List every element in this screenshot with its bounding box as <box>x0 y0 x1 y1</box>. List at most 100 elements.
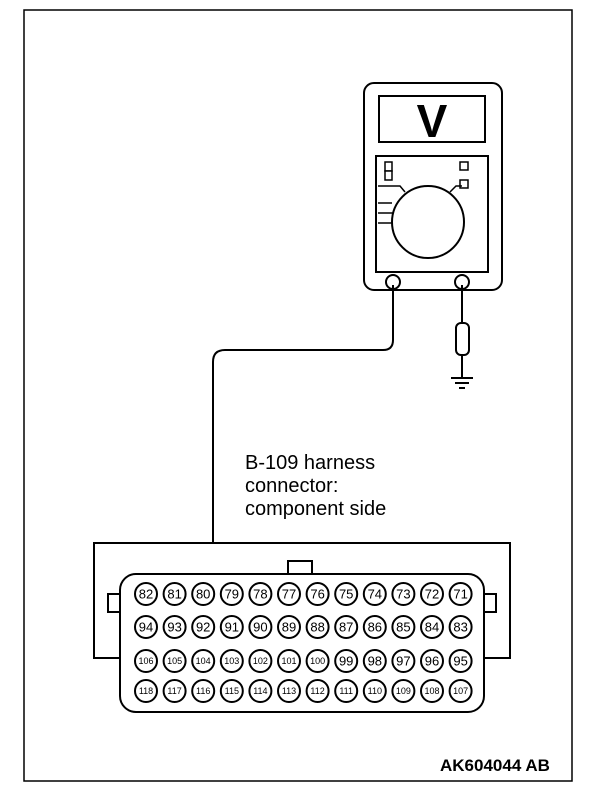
pin-circle <box>219 582 244 606</box>
meter-indicator-left <box>384 161 393 172</box>
connector-pin-92: 92 <box>191 615 216 639</box>
pin-label: 117 <box>167 686 181 696</box>
connector-label-line-1: B-109 harness <box>245 452 376 474</box>
pin-label: 72 <box>425 587 439 602</box>
connector-pin-112: 112 <box>305 679 330 703</box>
ground-symbol-icon <box>451 377 473 389</box>
pin-circle <box>305 582 330 606</box>
pin-circle <box>391 615 416 639</box>
pin-circle <box>448 649 473 673</box>
connector-pin-91: 91 <box>219 615 244 639</box>
pin-circle <box>391 679 416 703</box>
connector-pin-109: 109 <box>391 679 416 703</box>
pin-label: 97 <box>396 654 410 669</box>
pin-circle <box>134 649 158 673</box>
connector-pin-83: 83 <box>448 615 473 639</box>
pin-circle <box>134 615 158 639</box>
dial-tick-left-1 <box>378 185 406 193</box>
pin-circle <box>391 582 416 606</box>
pin-label: 74 <box>368 587 382 602</box>
connector-face <box>119 573 485 713</box>
pin-label: 115 <box>225 686 239 696</box>
connector-pin-115: 115 <box>219 679 244 703</box>
dial-tick-right-1 <box>449 185 462 193</box>
pin-circle <box>305 679 330 703</box>
meter-display-symbol: V <box>417 95 448 147</box>
connector-pin-102: 102 <box>248 649 273 673</box>
pin-label: 78 <box>253 587 267 602</box>
pin-label: 111 <box>339 686 353 696</box>
connector-latch <box>287 560 313 576</box>
connector-pin-104: 104 <box>191 649 216 673</box>
meter-dial <box>391 185 465 259</box>
pin-circle <box>162 649 187 673</box>
ground-probe <box>455 322 470 356</box>
connector-pin-101: 101 <box>277 649 301 673</box>
connector-pin-116: 116 <box>191 679 216 703</box>
pin-label: 94 <box>139 620 153 635</box>
pin-circle <box>219 615 244 639</box>
figure-id: AK604044 AB <box>440 756 550 775</box>
pin-label: 84 <box>425 620 439 635</box>
pin-label: 88 <box>310 620 324 635</box>
pin-circle <box>448 582 473 606</box>
pin-circle <box>420 582 444 606</box>
pin-label: 91 <box>225 620 239 635</box>
pin-label: 95 <box>453 654 467 669</box>
pin-label: 106 <box>138 656 153 666</box>
connector-pin-117: 117 <box>162 679 187 703</box>
pin-label: 92 <box>196 620 210 635</box>
pin-label: 71 <box>453 587 467 602</box>
connector-pin-71: 71 <box>448 582 473 606</box>
connector-pin-94: 94 <box>134 615 158 639</box>
connector-pin-89: 89 <box>277 615 301 639</box>
connector-pin-77: 77 <box>277 582 301 606</box>
pin-circle <box>277 615 301 639</box>
pin-label: 100 <box>310 656 325 666</box>
connector-pin-88: 88 <box>305 615 330 639</box>
pin-label: 110 <box>368 686 382 696</box>
connector-pin-87: 87 <box>334 615 359 639</box>
connector-pin-96: 96 <box>420 649 444 673</box>
pin-label: 116 <box>196 686 210 696</box>
pin-circle <box>248 649 273 673</box>
pin-label: 101 <box>281 656 296 666</box>
connector-pin-80: 80 <box>191 582 216 606</box>
connector-pin-73: 73 <box>391 582 416 606</box>
probe-lead-wire <box>212 285 394 568</box>
pin-circle <box>162 582 187 606</box>
pin-label: 76 <box>310 587 324 602</box>
pin-label: 81 <box>167 587 181 602</box>
voltmeter-icon: V <box>363 82 503 291</box>
pin-circle <box>248 679 273 703</box>
pin-circle <box>191 649 216 673</box>
pin-label: 87 <box>339 620 353 635</box>
pin-label: 80 <box>196 587 210 602</box>
pin-circle <box>362 679 387 703</box>
pin-label: 109 <box>396 686 411 696</box>
meter-display <box>378 95 486 143</box>
pin-circle <box>277 582 301 606</box>
pin-circle <box>448 679 473 703</box>
connector-pin-110: 110 <box>362 679 387 703</box>
connector-pin-98: 98 <box>362 649 387 673</box>
connector-pin-74: 74 <box>362 582 387 606</box>
pin-circle <box>391 649 416 673</box>
pin-circle <box>134 679 158 703</box>
pin-circle <box>134 582 158 606</box>
connector-pin-72: 72 <box>420 582 444 606</box>
connector-pin-81: 81 <box>162 582 187 606</box>
pin-label: 114 <box>253 686 267 696</box>
pin-label: 105 <box>167 656 182 666</box>
connector-pin-103: 103 <box>219 649 244 673</box>
connector-side-tab-right <box>483 593 497 613</box>
pin-label: 102 <box>253 656 268 666</box>
pin-label: 83 <box>453 620 467 635</box>
pin-circle <box>191 582 216 606</box>
connector-pin-93: 93 <box>162 615 187 639</box>
pin-circle <box>362 615 387 639</box>
connector-pin-82: 82 <box>134 582 158 606</box>
connector-pin-108: 108 <box>420 679 444 703</box>
